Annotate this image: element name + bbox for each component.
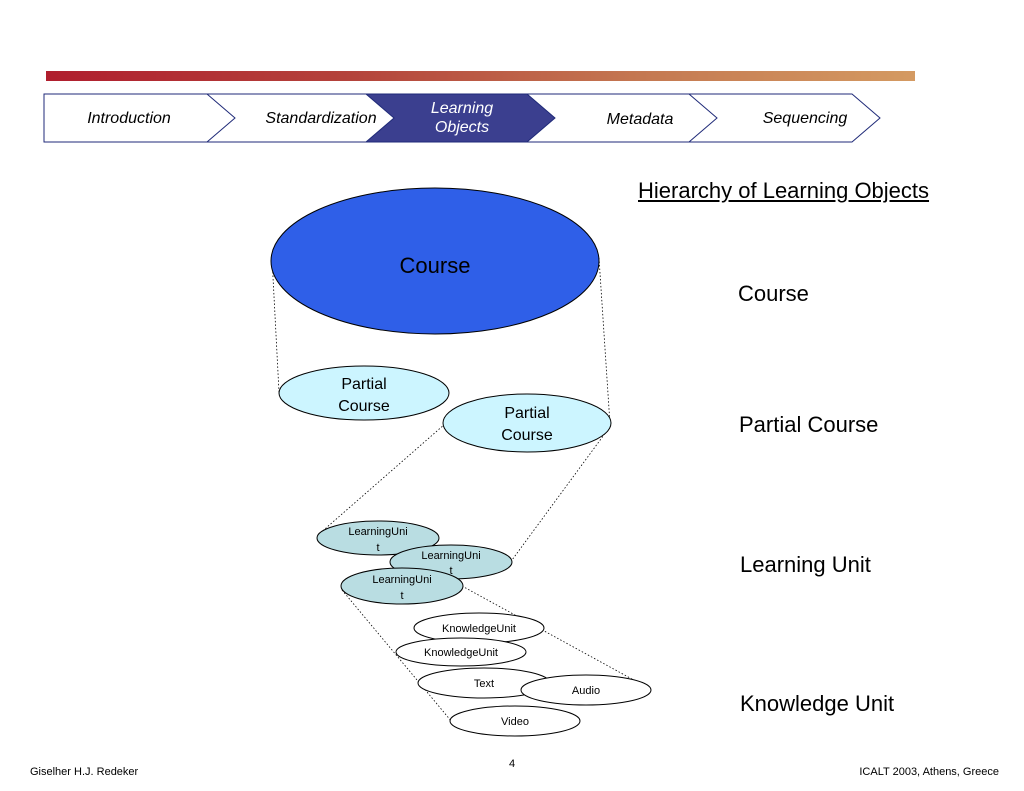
nav-tab-sequencing[interactable]: Sequencing [762, 110, 848, 127]
learning-unit-2-line2: t [449, 565, 452, 577]
partial-course-1-line2: Course [338, 398, 390, 415]
connector-partial-left [317, 423, 446, 536]
partial-course-2-line1: Partial [504, 405, 549, 422]
learning-unit-2-line1: LearningUni [421, 550, 480, 562]
course-label: Course [400, 253, 471, 278]
learning-unit-3-line2: t [400, 590, 403, 602]
footer-author: Giselher H.J. Redeker [30, 766, 139, 778]
connector-lines [271, 257, 653, 723]
partial-course-ellipse-2 [442, 393, 612, 453]
nav-tab-learning-objects-line2: Objects [434, 119, 490, 136]
level-label-partial-course: Partial Course [739, 412, 879, 437]
partial-course-1-line1: Partial [341, 376, 386, 393]
knowledge-unit-ellipse-2 [395, 637, 527, 667]
knowledge-unit-1-label: KnowledgeUnit [442, 623, 516, 635]
course-ellipse [270, 187, 600, 335]
page-title: Hierarchy of Learning Objects [638, 178, 930, 203]
video-label: Video [501, 716, 529, 728]
level-label-knowledge-unit: Knowledge Unit [740, 691, 895, 716]
learning-unit-3-line1: LearningUni [372, 574, 431, 586]
nav-tab-standardization[interactable]: Standardization [265, 110, 377, 127]
learning-unit-1-line2: t [376, 542, 379, 554]
audio-ellipse [520, 674, 652, 706]
nav-chevrons [43, 93, 881, 143]
nav-tab-learning-objects[interactable]: Learning Objects [412, 99, 512, 137]
learning-unit-ellipse-3 [340, 567, 464, 605]
partial-course-2-line2: Course [501, 427, 553, 444]
connector-unit-right [461, 585, 653, 691]
level-label-course: Course [738, 281, 809, 306]
partial-course-ellipse-1 [278, 365, 450, 421]
learning-unit-1-line1: LearningUni [348, 526, 407, 538]
knowledge-unit-2-label: KnowledgeUnit [424, 647, 498, 659]
audio-label: Audio [572, 685, 600, 697]
nav-tab-learning-objects-line1: Learning [430, 100, 494, 117]
section-navigation: Introduction Standardization Learning Ob… [0, 0, 1024, 160]
connector-unit-left [341, 589, 453, 723]
connector-course-right [598, 257, 611, 425]
connector-partial-right [511, 427, 610, 561]
text-label: Text [474, 678, 494, 690]
nav-tab-metadata[interactable]: Metadata [606, 111, 674, 128]
level-label-learning-unit: Learning Unit [740, 552, 871, 577]
nav-tab-introduction[interactable]: Introduction [87, 110, 171, 127]
top-gradient-rule [46, 71, 915, 81]
footer-page-number: 4 [509, 758, 516, 770]
learning-unit-ellipse-1 [316, 520, 440, 556]
connector-course-left [271, 257, 280, 393]
footer-conference: ICALT 2003, Athens, Greece [859, 766, 999, 778]
video-ellipse [449, 705, 581, 737]
nav-tab-sequencing-shape[interactable] [687, 93, 881, 143]
